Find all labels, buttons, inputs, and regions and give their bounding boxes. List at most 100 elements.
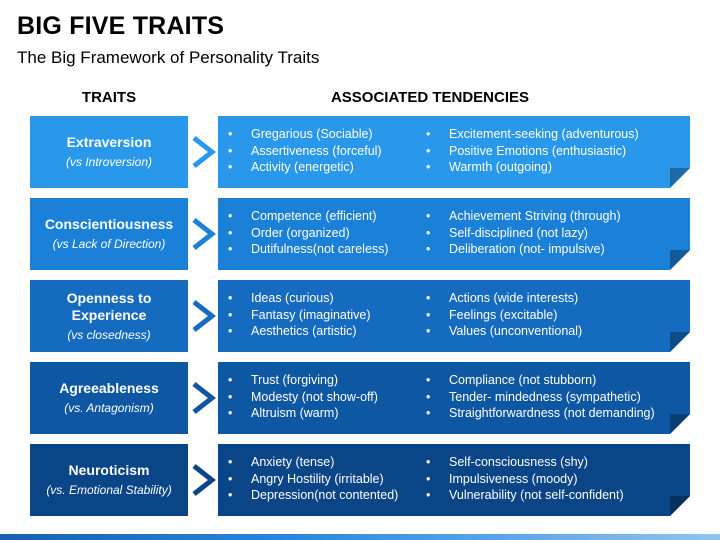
tendency-text: Fantasy (imaginative) [251, 307, 371, 322]
tendency-text: Anxiety (tense) [251, 455, 335, 469]
page-fold-corner [670, 414, 690, 434]
tendencies-box: •Trust (forgiving)•Modesty (not show-off… [218, 362, 690, 434]
bullet-icon: • [228, 307, 233, 322]
tendency-text: Deliberation (not- impulsive) [449, 242, 605, 256]
bullet-icon: • [426, 209, 431, 223]
traits-column-header: TRAITS [81, 89, 137, 106]
tendency-item: • Anxiety (tense) [228, 454, 398, 471]
page-fold-corner [670, 332, 690, 352]
bullet-icon: • [426, 225, 431, 240]
tendency-text: Assertiveness (forceful) [251, 143, 382, 158]
trait-box: Conscientiousness(vs Lack of Direction) [30, 198, 188, 270]
tendency-text: Aesthetics (artistic) [251, 324, 357, 338]
tendencies-column-header: ASSOCIATED TENDENCIES [330, 89, 530, 106]
tendency-list-right: • Compliance (not stubborn) • Tender- minde… [426, 372, 655, 422]
tendency-list-left: •Trust (forgiving)•Modesty (not show-off… [228, 372, 378, 422]
trait-box: Agreeableness(vs. Antagonism) [30, 362, 188, 434]
bullet-icon: • [228, 209, 233, 223]
bullet-icon: • [228, 160, 233, 174]
tendency-text: Achievement Striving (through) [449, 209, 621, 223]
trait-box: Neuroticism(vs. Emotional Stability) [30, 444, 188, 516]
tendency-text: Self-disciplined (not lazy) [449, 225, 588, 240]
tendency-text: Tender- mindedness (sympathetic) [449, 389, 641, 404]
tendency-item: •Actions (wide interests) [426, 290, 582, 307]
trait-name: Conscientiousness [44, 216, 174, 233]
tendency-item: •Ideas (curious) [228, 290, 371, 307]
tendency-item: •Vulnerability (not self-confident) [426, 487, 624, 504]
tendency-item: •Modesty (not show-off) [228, 389, 378, 406]
tendency-item: •Dutifulness(not careless) [228, 241, 389, 258]
tendency-item: • Aesthetics (artistic) [228, 323, 371, 340]
tendency-text: Activity (energetic) [251, 160, 354, 174]
tendency-list-left: •Gregarious (Sociable) • Assertiveness (fo… [228, 126, 382, 176]
tendency-item: • Compliance (not stubborn) [426, 372, 655, 389]
tendency-text: Excitement-seeking (adventurous) [449, 127, 639, 141]
page-subtitle: The Big Framework of Personality Traits [17, 48, 320, 67]
tendency-text: Compliance (not stubborn) [449, 373, 597, 387]
bullet-icon: • [426, 488, 431, 502]
bottom-accent-bar [0, 534, 720, 540]
tendency-text: Values (unconventional) [449, 324, 583, 338]
tendency-item: •Angry Hostility (irritable) [228, 471, 398, 488]
tendencies-box: •Gregarious (Sociable) • Assertiveness (fo… [218, 116, 690, 188]
trait-contrast: (vs closedness) [67, 327, 151, 342]
bullet-icon: • [426, 307, 431, 322]
tendency-item: • Deliberation (not- impulsive) [426, 241, 621, 258]
trait-contrast: (vs Introversion) [65, 154, 153, 169]
tendency-item: •Trust (forgiving) [228, 372, 378, 389]
tendency-item: • Self-disciplined (not lazy) [426, 225, 621, 242]
tendency-list-left: • Anxiety (tense) •Angry Hostility (irrita… [228, 454, 398, 504]
bullet-icon: • [426, 324, 431, 338]
bullet-icon: • [426, 160, 431, 174]
tendency-item: • Fantasy (imaginative) [228, 307, 371, 324]
tendencies-box: •Competence (efficient)•Order (organized… [218, 198, 690, 270]
bullet-icon: • [228, 488, 233, 502]
page-fold-corner [670, 250, 690, 270]
tendency-text: Self-consciousness (shy) [449, 455, 588, 469]
bullet-icon: • [426, 143, 431, 158]
tendencies-box: •Ideas (curious)•Fantasy (imaginative)•A… [218, 280, 690, 352]
bullet-icon: • [228, 455, 233, 469]
page-fold-corner [670, 496, 690, 516]
bullet-icon: • [426, 242, 431, 256]
tendency-item: •Warmth (outgoing) [426, 159, 639, 176]
tendency-text: Impulsiveness (moody) [449, 471, 578, 486]
tendency-list-right: •Actions (wide interests)•Feelings (exci… [426, 290, 582, 340]
bullet-icon: • [426, 373, 431, 387]
trait-name: Agreeableness [59, 380, 159, 397]
tendency-item: •Gregarious (Sociable) [228, 126, 382, 143]
bullet-icon: • [426, 471, 431, 486]
tendency-list-right: • Achievement Striving (through) • Self-dis… [426, 208, 621, 258]
tendency-item: • Impulsiveness (moody) [426, 471, 624, 488]
trait-name: Neuroticism [68, 462, 150, 479]
tendency-item: •Straightforwardness (not demanding) [426, 405, 655, 422]
tendency-item: • Values (unconventional) [426, 323, 582, 340]
bullet-icon: • [426, 406, 431, 420]
trait-name: Openness to Experience [66, 289, 152, 324]
bullet-icon: • [426, 389, 431, 404]
bullet-icon: • [228, 242, 233, 256]
chevron-right-icon [190, 362, 216, 434]
trait-name: Extraversion [66, 134, 152, 151]
tendency-text: Order (organized) [251, 225, 350, 240]
chevron-right-icon [190, 116, 216, 188]
trait-box: Extraversion (vs Introversion) [30, 116, 188, 188]
tendency-text: Actions (wide interests) [449, 291, 579, 305]
tendency-list-left: •Ideas (curious)•Fantasy (imaginative)•A… [228, 290, 371, 340]
tendency-item: • Depression(not contented) [228, 487, 398, 504]
tendency-item: • Excitement-seeking (adventurous) [426, 126, 639, 143]
tendency-list-right: • Self-consciousness (shy) • Impulsiveness … [426, 454, 624, 504]
tendency-text: Depression(not contented) [251, 488, 399, 502]
tendency-item: •Positive Emotions (enthusiastic) [426, 143, 639, 160]
tendency-item: •Feelings (excitable) [426, 307, 582, 324]
tendency-text: Ideas (curious) [251, 291, 334, 305]
tendency-text: Altruism (warm) [251, 406, 339, 420]
bullet-icon: • [228, 225, 233, 240]
tendency-item: •Altruism (warm) [228, 405, 378, 422]
bullet-icon: • [228, 389, 233, 404]
tendency-item: •Competence (efficient) [228, 208, 389, 225]
tendency-item: • Activity (energetic) [228, 159, 382, 176]
bullet-icon: • [228, 324, 233, 338]
bullet-icon: • [426, 127, 431, 141]
page-fold-corner [670, 168, 690, 188]
